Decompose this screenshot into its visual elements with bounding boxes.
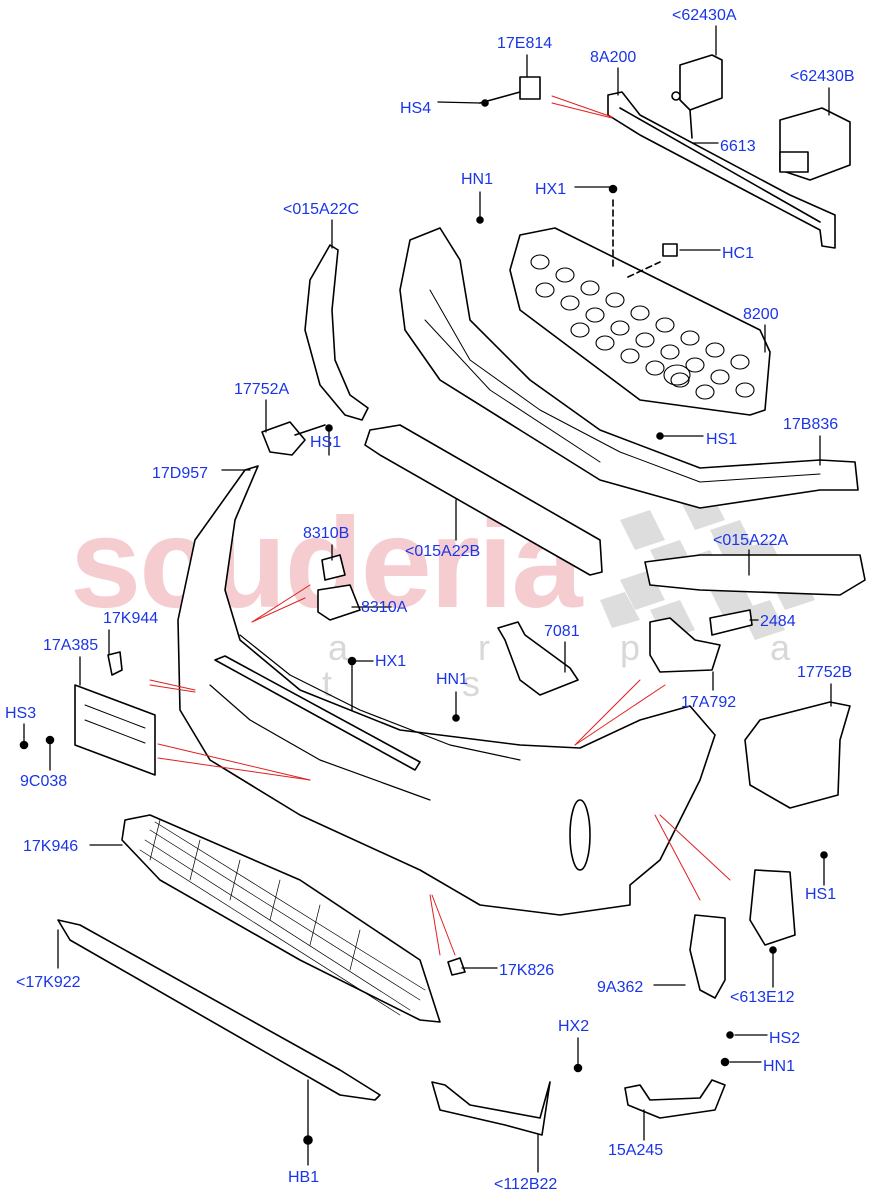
callout-8A200[interactable]: 8A200 bbox=[590, 49, 637, 66]
reference-lines bbox=[149, 95, 731, 956]
callout-9A362[interactable]: 9A362 bbox=[597, 979, 644, 996]
callout-HX1-top[interactable]: HX1 bbox=[535, 181, 567, 198]
callout-17752A[interactable]: 17752A bbox=[234, 381, 290, 398]
callout-112B22[interactable]: <112B22 bbox=[494, 1176, 558, 1193]
callout-6613[interactable]: 6613 bbox=[720, 138, 756, 155]
callout-8200[interactable]: 8200 bbox=[743, 306, 779, 323]
callout-HS2[interactable]: HS2 bbox=[769, 1030, 801, 1047]
callout-613E12[interactable]: <613E12 bbox=[730, 989, 795, 1006]
callout-17E814[interactable]: 17E814 bbox=[497, 35, 553, 52]
callout-HB1[interactable]: HB1 bbox=[288, 1169, 320, 1186]
callout-015A22B[interactable]: <015A22B bbox=[405, 543, 481, 560]
callout-17A792[interactable]: 17A792 bbox=[681, 694, 737, 711]
callout-17A385[interactable]: 17A385 bbox=[43, 637, 99, 654]
callout-HN1-mid[interactable]: HN1 bbox=[436, 671, 469, 688]
callout-15A245[interactable]: 15A245 bbox=[608, 1142, 664, 1159]
callout-015A22A[interactable]: <015A22A bbox=[713, 532, 789, 549]
callout-7081[interactable]: 7081 bbox=[544, 623, 580, 640]
callout-HS1-left[interactable]: HS1 bbox=[310, 434, 342, 451]
callout-HS1-mid[interactable]: HS1 bbox=[706, 431, 738, 448]
callout-17D957[interactable]: 17D957 bbox=[152, 465, 209, 482]
callout-62430B[interactable]: <62430B bbox=[790, 68, 855, 85]
callout-HN1-top[interactable]: HN1 bbox=[461, 171, 494, 188]
callout-17B836[interactable]: 17B836 bbox=[783, 416, 839, 433]
callout-17K826[interactable]: 17K826 bbox=[499, 962, 555, 979]
callout-17K922[interactable]: <17K922 bbox=[16, 974, 81, 991]
callout-HN1-bot[interactable]: HN1 bbox=[763, 1058, 796, 1075]
leader-lines bbox=[23, 25, 832, 1173]
callout-9C038[interactable]: 9C038 bbox=[20, 773, 68, 790]
callout-HC1[interactable]: HC1 bbox=[722, 245, 755, 262]
callout-HS3[interactable]: HS3 bbox=[5, 705, 37, 722]
callout-17752B[interactable]: 17752B bbox=[797, 664, 853, 681]
callout-HS1-right[interactable]: HS1 bbox=[805, 886, 837, 903]
fastener-icons bbox=[19, 99, 828, 1145]
callout-17K944[interactable]: 17K944 bbox=[103, 610, 159, 627]
callout-17K946[interactable]: 17K946 bbox=[23, 838, 79, 855]
callout-HX2[interactable]: HX2 bbox=[558, 1018, 590, 1035]
callout-2484[interactable]: 2484 bbox=[760, 613, 796, 630]
callout-HX1-mid[interactable]: HX1 bbox=[375, 653, 407, 670]
callout-HS4[interactable]: HS4 bbox=[400, 100, 432, 117]
callout-8310B[interactable]: 8310B bbox=[303, 525, 350, 542]
callout-62430A[interactable]: <62430A bbox=[672, 7, 737, 24]
callout-015A22C[interactable]: <015A22C bbox=[283, 201, 360, 218]
callout-8310A[interactable]: 8310A bbox=[361, 599, 408, 616]
